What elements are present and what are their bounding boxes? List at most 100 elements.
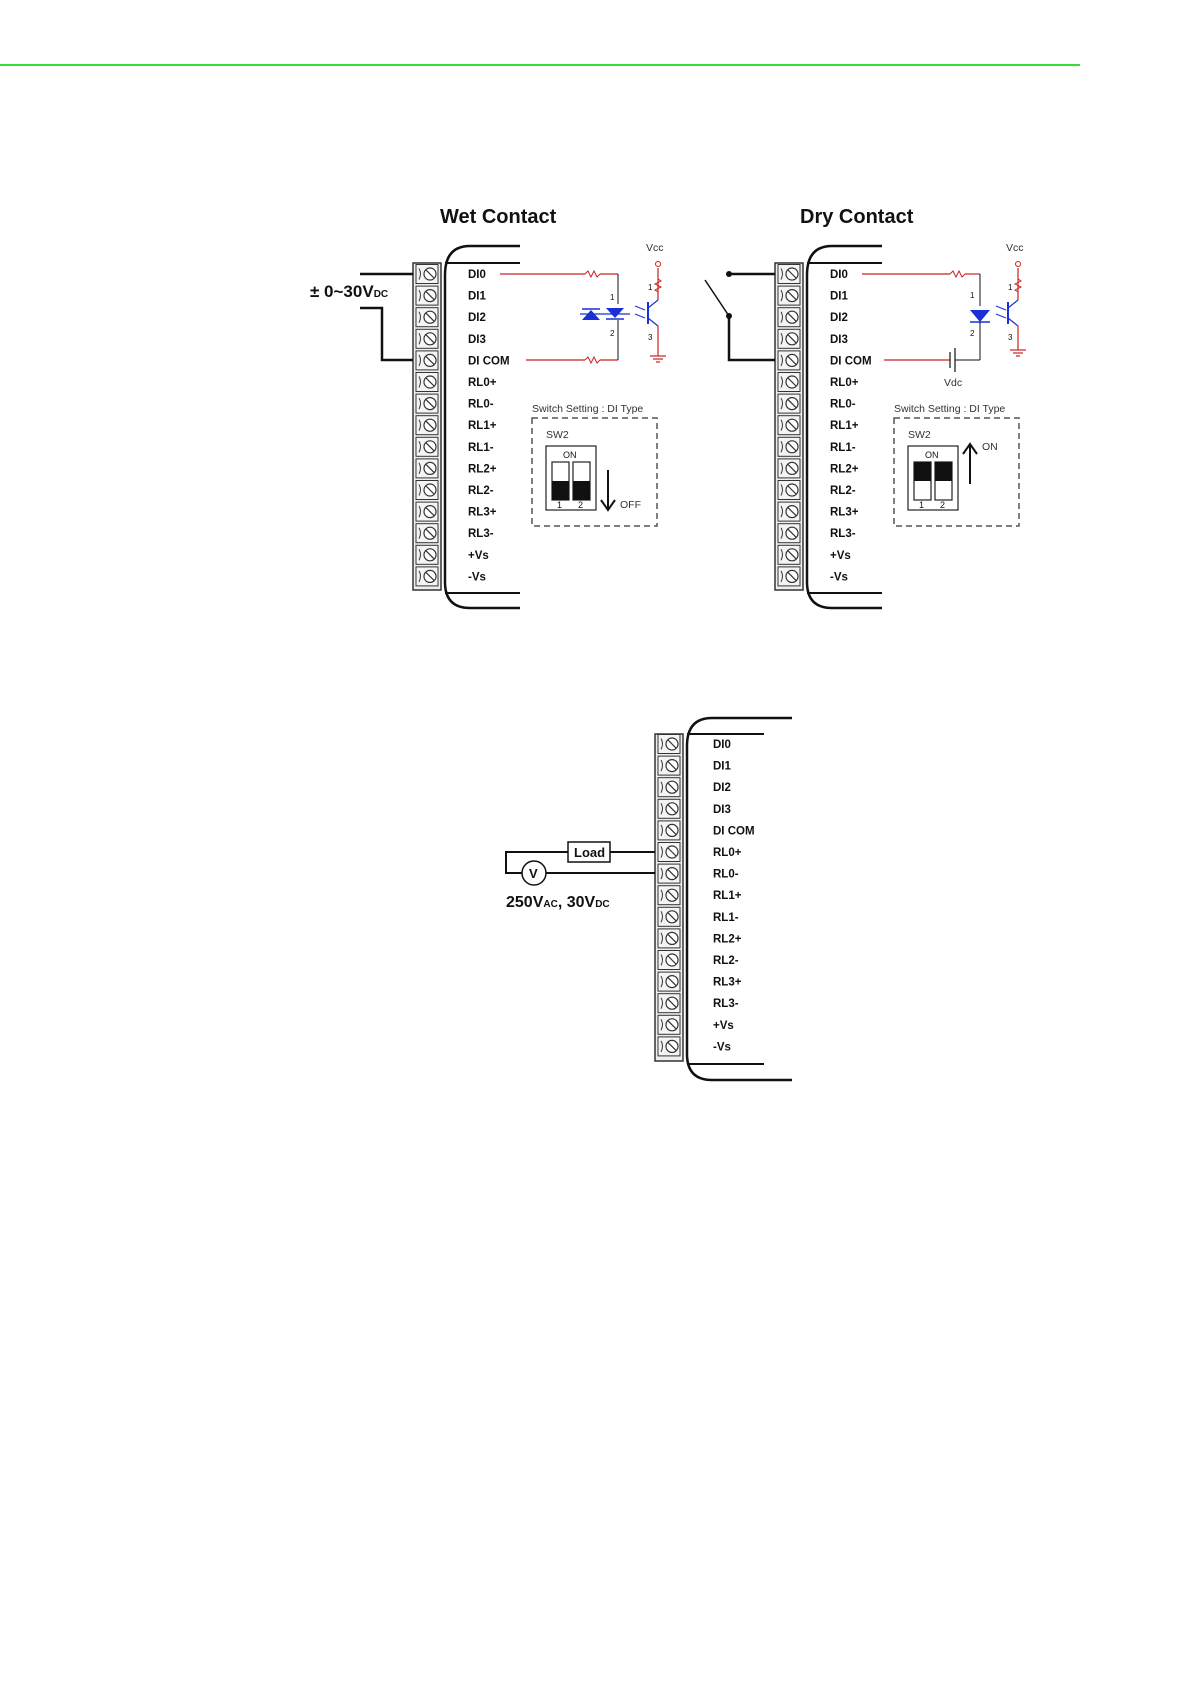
dry-contact-title: Dry Contact	[800, 206, 914, 228]
dry-pin-label: DI1	[830, 291, 849, 303]
dry-pin-label: DI3	[830, 334, 848, 346]
wet-terminal-screw	[415, 263, 439, 285]
relay-pin-label: -Vs	[713, 1041, 731, 1053]
wet-vcc-label: Vcc	[646, 242, 664, 254]
svg-text:1: 1	[648, 283, 653, 292]
wet-terminal-screw	[415, 458, 439, 479]
dry-pin-label: DI COM	[830, 355, 872, 367]
relay-terminal-screw	[657, 971, 681, 992]
dry-terminal-screw	[777, 350, 801, 371]
wet-terminal-screw	[415, 415, 439, 436]
dry-terminal-screw	[777, 544, 801, 565]
dry-vdc-label: Vdc	[944, 377, 962, 389]
wet-terminal-screw	[415, 479, 439, 501]
dry-terminal-screw	[777, 285, 801, 306]
wet-terminal-screw	[415, 523, 439, 544]
relay-pin-label: RL2-	[713, 955, 739, 967]
dry-external-switch	[704, 271, 775, 362]
relay-pin-label: RL1-	[713, 912, 739, 924]
wet-pin-label: DI COM	[468, 355, 510, 367]
wet-terminal-screw	[415, 544, 439, 565]
dry-sw-name: SW2	[908, 429, 931, 441]
relay-terminal-screw	[657, 841, 681, 863]
load-label: Load	[574, 845, 605, 860]
svg-text:2: 2	[578, 500, 583, 510]
relay-pin-label: RL2+	[713, 933, 742, 945]
relay-pin-label: RL3-	[713, 998, 739, 1010]
wet-terminal-screw	[415, 501, 439, 522]
wet-pin-label: DI3	[468, 334, 486, 346]
wet-pin-label: DI2	[468, 312, 486, 324]
relay-terminal-screw	[657, 885, 681, 906]
wet-terminal-screw	[415, 328, 439, 349]
svg-text:1: 1	[557, 500, 562, 510]
svg-text:1: 1	[970, 291, 975, 300]
relay-pin-label: DI1	[713, 761, 732, 773]
relay-terminal-screw	[657, 993, 681, 1014]
wet-pin-label: RL2+	[468, 463, 497, 475]
relay-terminal-block	[654, 716, 792, 1082]
wet-pin-label: DI1	[468, 291, 487, 303]
svg-text:1: 1	[919, 500, 924, 510]
dry-sw-state: ON	[982, 441, 998, 453]
relay-pin-label: RL3+	[713, 977, 742, 989]
relay-terminal-screw	[657, 1014, 681, 1035]
relay-terminal-screw	[657, 798, 681, 819]
wet-pin-label: DI0	[468, 269, 486, 281]
dry-pin-label: RL3+	[830, 507, 859, 519]
dry-terminal-screw	[777, 307, 801, 328]
relay-terminal-screw	[657, 755, 681, 776]
relay-terminal-screw	[657, 777, 681, 798]
wet-terminal-screw	[415, 285, 439, 306]
relay-pin-label: DI0	[713, 739, 731, 751]
wet-voltage-label: ± 0~30VDC	[310, 282, 388, 301]
relay-pin-label: DI3	[713, 804, 731, 816]
relay-terminal-screw	[657, 820, 681, 841]
relay-pin-label: RL0-	[713, 869, 739, 881]
dry-terminal-screw	[777, 501, 801, 522]
dry-pin-label: RL0-	[830, 399, 856, 411]
relay-pin-label: +Vs	[713, 1020, 734, 1032]
dry-terminal-screw	[777, 371, 801, 393]
svg-text:1: 1	[610, 293, 615, 302]
wet-pin-label: RL3-	[468, 528, 494, 540]
header-rule	[0, 64, 1080, 66]
relay-terminal-screw	[657, 863, 681, 884]
wet-sw-on-label: ON	[563, 450, 577, 460]
dry-switch-setting-label: Switch Setting : DI Type	[894, 403, 1005, 415]
dry-terminal-screw	[777, 263, 801, 285]
wet-pin-label: RL3+	[468, 507, 497, 519]
wet-pin-label: RL2-	[468, 485, 494, 497]
wet-internal-circuit: 1 2 1 3	[500, 261, 666, 365]
wet-pin-label: -Vs	[468, 571, 486, 583]
svg-text:2: 2	[610, 329, 615, 338]
wet-terminal-screw	[415, 393, 439, 414]
dry-switch-setting: Switch Setting : DI Type SW2 ON 1 2 ON	[893, 403, 1020, 527]
wet-switch-setting: Switch Setting : DI Type SW2 ON 1 2 OFF	[531, 403, 658, 527]
dry-terminal-screw	[777, 328, 801, 349]
dry-terminal-screw	[777, 458, 801, 479]
svg-text:2: 2	[970, 329, 975, 338]
wet-pin-label: +Vs	[468, 550, 489, 562]
relay-pin-label: RL0+	[713, 847, 742, 859]
voltmeter-label: V	[529, 866, 538, 881]
wet-pin-label: RL1-	[468, 442, 494, 454]
dry-sw-on-label: ON	[925, 450, 939, 460]
wet-pin-label: RL0-	[468, 399, 494, 411]
dry-pin-label: RL2-	[830, 485, 856, 497]
svg-text:1: 1	[1008, 283, 1013, 292]
dry-vcc-label: Vcc	[1006, 242, 1024, 254]
dry-pin-label: DI2	[830, 312, 848, 324]
wet-sw-state: OFF	[620, 499, 641, 511]
wet-terminal-screw	[415, 436, 439, 457]
wet-pin-label: RL1+	[468, 420, 497, 432]
dry-pin-label: -Vs	[830, 571, 848, 583]
dry-terminal-screw	[777, 436, 801, 457]
dry-pin-label: RL0+	[830, 377, 859, 389]
wet-terminal-screw	[415, 307, 439, 328]
relay-terminal-screw	[657, 1036, 681, 1057]
